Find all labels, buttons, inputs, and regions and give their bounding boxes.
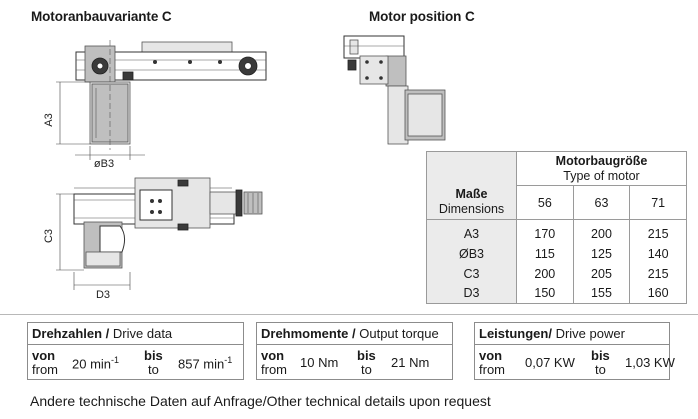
table-dimensions-label: Maße Dimensions (426, 185, 517, 220)
heading-right: Motor position C (369, 9, 475, 24)
technical-drawing-right (343, 35, 446, 145)
footer-note: Andere technische Daten auf Anfrage/Othe… (30, 393, 491, 409)
dimension-label-c3: C3 (43, 229, 55, 243)
heading-left: Motoranbauvariante C (31, 9, 172, 24)
motor-type-63: 63 (572, 185, 631, 220)
motor-dimensions-table: Motorbaugröße Type of motor Maße Dimensi… (426, 151, 687, 304)
power-from-value: 0,07 KW (525, 355, 575, 370)
table-header-en: Type of motor (563, 168, 640, 183)
power-to-value: 1,03 KW (625, 355, 675, 370)
table-cell: 140 (629, 243, 687, 264)
table-cell: 200 (572, 219, 631, 244)
table-cell: 125 (572, 243, 631, 264)
section-divider (0, 314, 698, 315)
table-cell: 200 (516, 263, 574, 284)
table-row-b3: ØB3 115 125 140 (426, 243, 687, 264)
table-corner-cell (426, 151, 517, 186)
drive-data-title: Drehzahlen / Drive data (28, 323, 243, 345)
table-row-c3: C3 200 205 215 (426, 263, 687, 284)
table-header-de: Motorbaugröße (555, 153, 648, 168)
table-cell: 170 (516, 219, 574, 244)
table-row-a3: A3 170 200 215 (426, 219, 687, 244)
table-cell: 115 (516, 243, 574, 264)
upper-view-drawing (56, 40, 267, 160)
table-cell: 205 (572, 263, 631, 284)
row-label: D3 (426, 283, 517, 304)
speed-from-value: 20 min-1 (72, 355, 120, 372)
drive-power-title: Leistungen/ Drive power (475, 323, 669, 345)
row-label: A3 (426, 219, 517, 244)
motor-type-71: 71 (629, 185, 687, 220)
motor-type-56: 56 (516, 185, 574, 220)
dimension-label-a3: A3 (43, 113, 55, 126)
table-row-d3: D3 150 155 160 (426, 283, 687, 304)
table-cell: 215 (629, 219, 687, 244)
speed-to-value: 857 min-1 (178, 355, 233, 372)
table-cell: 160 (629, 283, 687, 304)
technical-drawing-left: A3 øB3 C3 D3 (43, 40, 267, 301)
lower-view-drawing (56, 177, 263, 290)
row-label: C3 (426, 263, 517, 284)
table-col-label-en: Dimensions (438, 202, 505, 217)
torque-to-value: 21 Nm (391, 355, 430, 370)
table-header-motor-type: Motorbaugröße Type of motor (516, 151, 687, 186)
row-label: ØB3 (426, 243, 517, 264)
output-torque-title: Drehmomente / Output torque (257, 323, 452, 345)
table-cell: 155 (572, 283, 631, 304)
dimension-label-b3: øB3 (94, 158, 114, 170)
table-col-label-de: Maße (455, 187, 488, 202)
dimension-label-d3: D3 (96, 289, 110, 301)
table-cell: 150 (516, 283, 574, 304)
table-cell: 215 (629, 263, 687, 284)
torque-from-value: 10 Nm (300, 355, 339, 370)
